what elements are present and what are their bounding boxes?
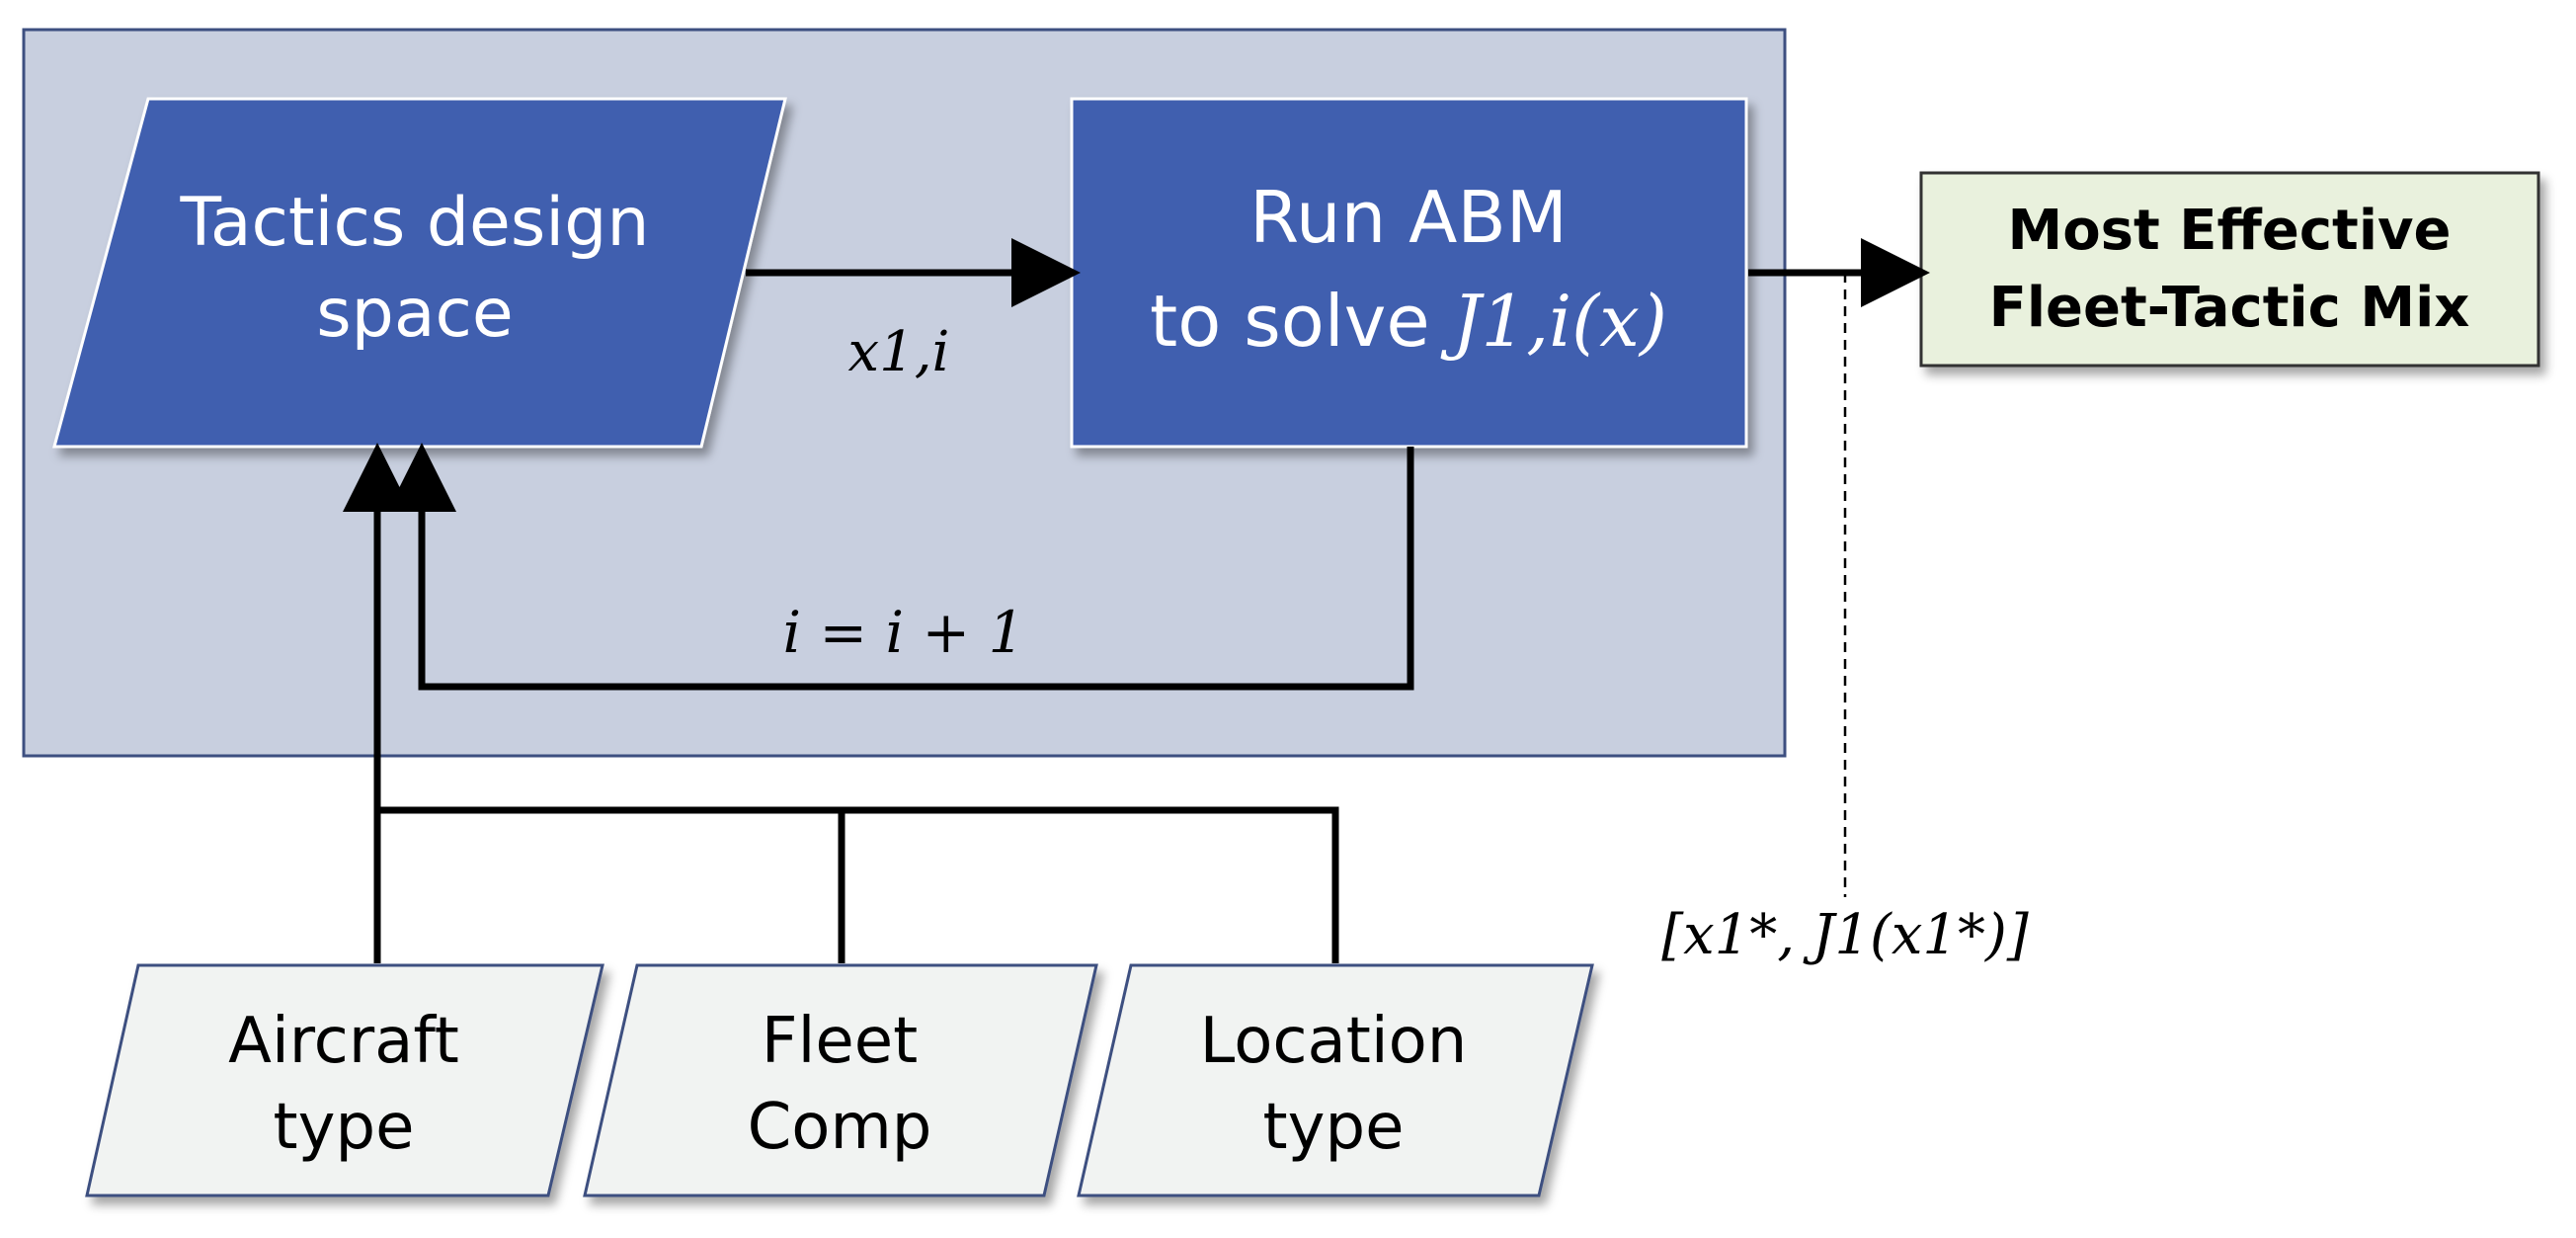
- input-bus-line: [373, 806, 1339, 963]
- run-abm-line2: to solve J1,i(x): [1150, 280, 1667, 363]
- iteration-label: i = i + 1: [783, 599, 1025, 666]
- iteration-feedback-arrow: [387, 443, 1414, 691]
- run-abm-objective: J1,i(x): [1440, 280, 1667, 363]
- location-line2: type: [1263, 1091, 1405, 1164]
- fleet-comp-node: Fleet Comp: [583, 963, 1098, 1197]
- result-line2: Fleet-Tactic Mix: [1989, 276, 2470, 340]
- tactics-design-space-node: Tactics design space: [52, 97, 787, 449]
- run-abm-line2-prefix: to solve: [1150, 280, 1453, 363]
- tactics-line1: Tactics design: [180, 184, 650, 262]
- result-line1: Most Effective: [2007, 199, 2451, 263]
- optimum-label: [x1*, J1(x1*)]: [1661, 903, 2029, 967]
- tactics-line2: space: [316, 275, 513, 353]
- run-abm-node: Run ABM to solve J1,i(x): [1070, 97, 1748, 449]
- location-type-node: Location type: [1077, 963, 1594, 1197]
- run-abm-line1: Run ABM: [1249, 176, 1568, 259]
- fleet-line1: Fleet: [762, 1005, 918, 1078]
- aircraft-type-node: Aircraft type: [85, 963, 604, 1197]
- x1i-label: x1,i: [848, 320, 950, 384]
- aircraft-line1: Aircraft: [228, 1005, 459, 1078]
- fleet-line2: Comp: [748, 1091, 932, 1164]
- location-line1: Location: [1200, 1005, 1468, 1078]
- aircraft-line2: type: [274, 1091, 415, 1164]
- fleet-tactic-mix-node: Most Effective Fleet-Tactic Mix: [1919, 171, 2540, 368]
